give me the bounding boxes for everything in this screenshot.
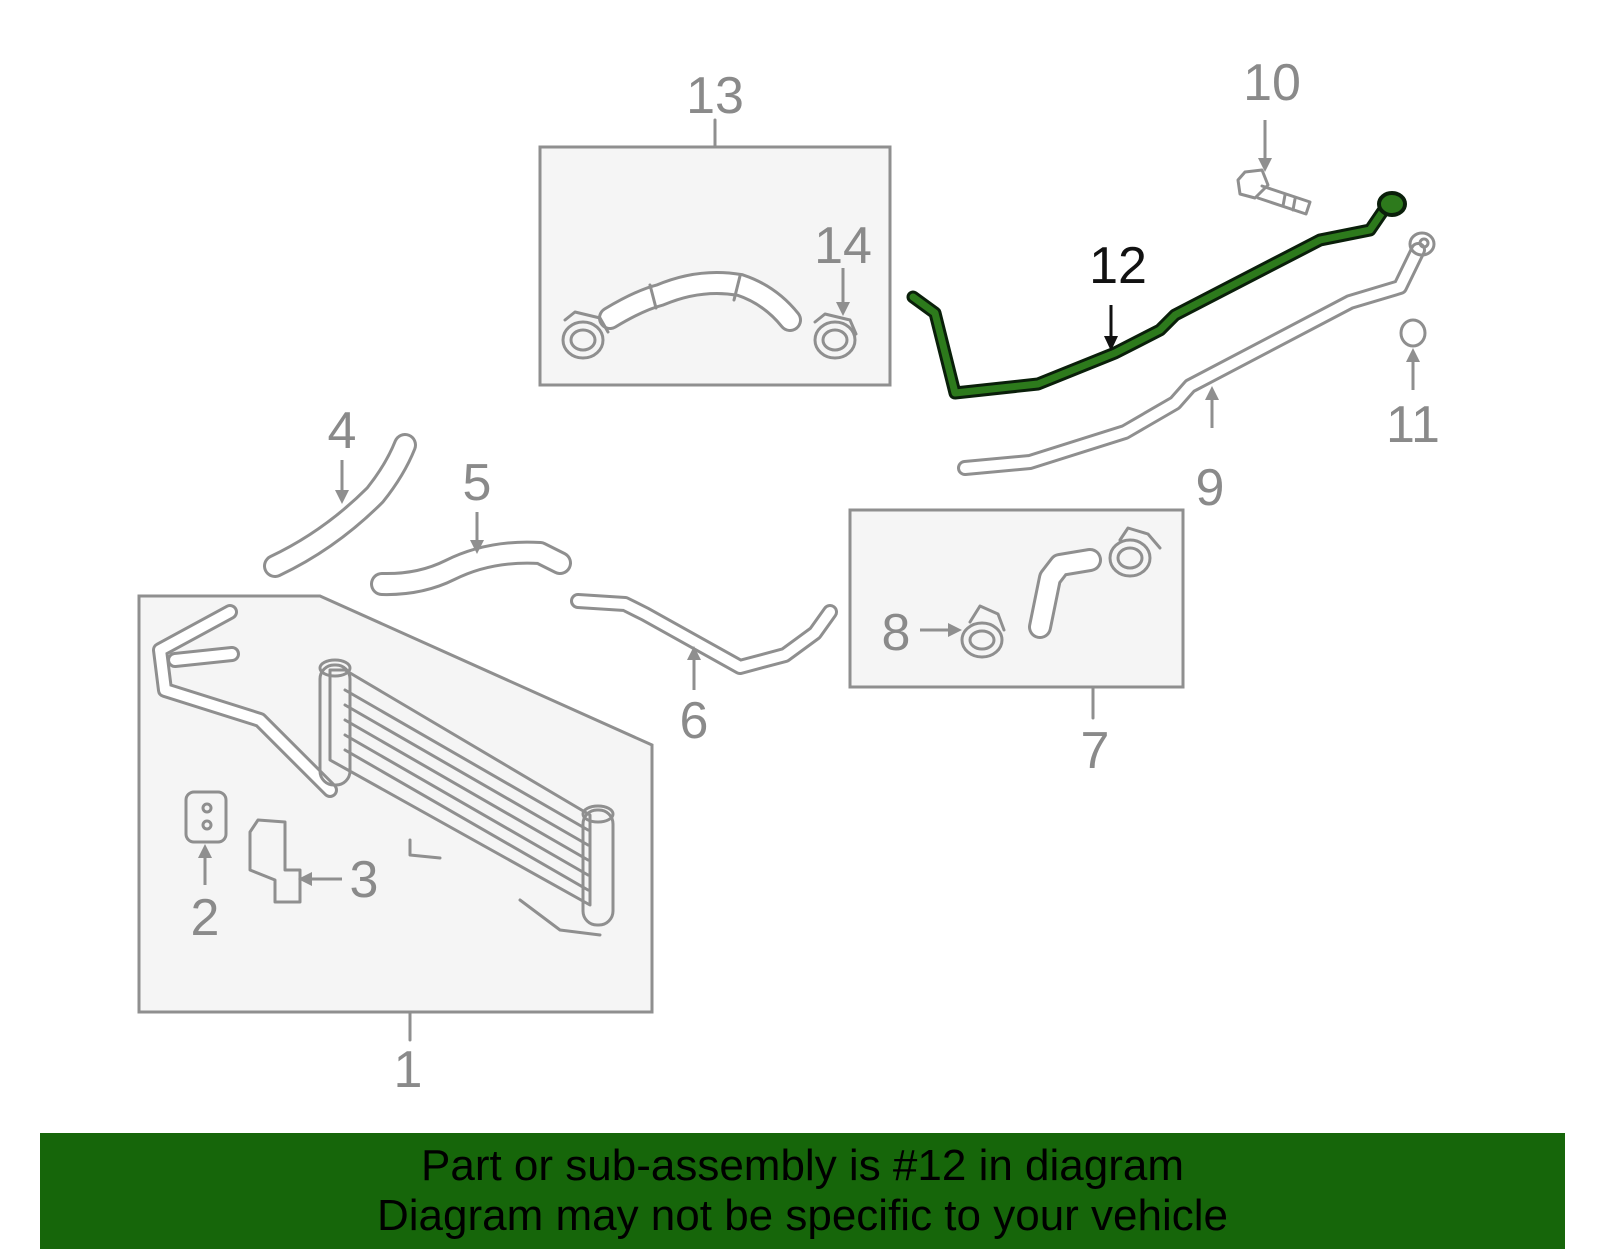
callout-13: 13 — [686, 67, 744, 125]
part-4-hose — [263, 433, 417, 578]
callout-1: 1 — [394, 1041, 423, 1099]
callout-11: 11 — [1386, 396, 1440, 454]
callout-3: 3 — [350, 851, 379, 909]
banner-line-2: Diagram may not be specific to your vehi… — [376, 1191, 1229, 1240]
callout-8: 8 — [882, 604, 911, 662]
part-10-bolt — [1236, 168, 1312, 216]
callout-5: 5 — [463, 454, 492, 512]
part-13-box — [538, 118, 892, 387]
callout-9: 9 — [1196, 459, 1225, 517]
part-11-o-ring — [1399, 318, 1427, 348]
part-1-box — [137, 594, 654, 1042]
callout-4: 4 — [328, 402, 357, 460]
callout-6: 6 — [680, 692, 709, 750]
callout-10: 10 — [1243, 54, 1301, 112]
callout-12: 12 — [1089, 237, 1147, 295]
part-5-hose — [370, 540, 572, 597]
info-banner: Part or sub-assembly is #12 in diagram D… — [40, 1133, 1565, 1249]
callout-14: 14 — [814, 217, 872, 275]
part-6-tube — [570, 593, 838, 675]
part-9-tube — [957, 231, 1436, 476]
callout-arrows — [198, 120, 1420, 886]
part-7-box — [848, 508, 1185, 720]
part-12-highlighted-tube — [906, 191, 1407, 400]
banner-line-1: Part or sub-assembly is #12 in diagram — [421, 1141, 1184, 1190]
callout-7: 7 — [1081, 722, 1110, 780]
callout-2: 2 — [191, 889, 220, 947]
